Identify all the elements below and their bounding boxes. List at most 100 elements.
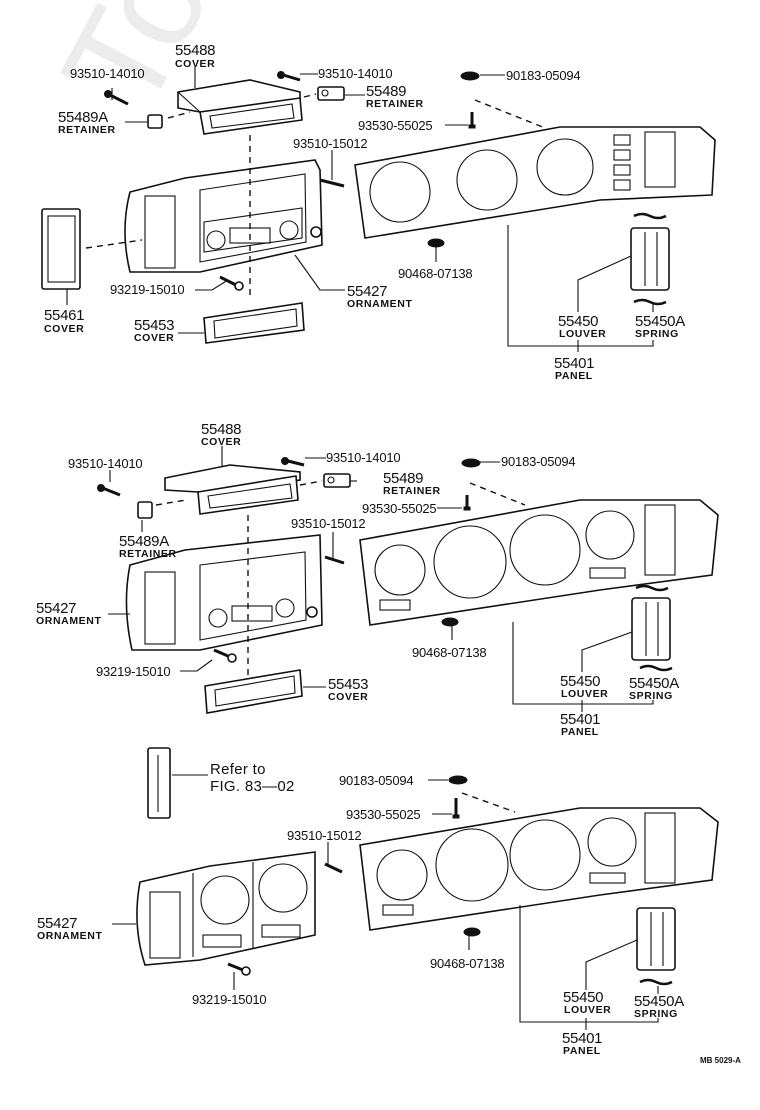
label-middle-90183-05094: 90183-05094: [501, 454, 576, 469]
label-top-55461-number: 55461: [44, 307, 85, 324]
label-top-55450a-name: SPRING: [635, 328, 679, 340]
leader-lines-bottom: [112, 774, 659, 1030]
label-bottom-90468-07138: 90468-07138: [430, 956, 505, 971]
screw-93530-55025-drawing: [463, 495, 471, 511]
louver-55450-drawing: [630, 227, 670, 291]
label-top-93219-15010: 93219-15010: [110, 282, 185, 297]
label-bottom-93219-15010: 93219-15010: [192, 992, 267, 1007]
cover-55488-drawing: [164, 464, 301, 515]
label-top-55450a-number: 55450A: [635, 313, 685, 330]
label-middle-93530-55025: 93530-55025: [362, 501, 437, 516]
label-middle-55450a-number: 55450A: [629, 675, 679, 692]
label-middle-55488-name: COVER: [201, 436, 242, 448]
label-top-55401-number: 55401: [554, 355, 595, 372]
label-top-90468-07138: 90468-07138: [398, 266, 473, 281]
label-middle-93510-14010-left: 93510-14010: [68, 456, 143, 471]
louver-55450-drawing: [631, 597, 671, 661]
label-top-55489-number: 55489: [366, 83, 407, 100]
spring-55450a-upper-drawing: [633, 212, 667, 220]
cover-55488-drawing: [177, 79, 303, 135]
screw-93510-15012-drawing: [319, 178, 345, 188]
label-bottom-93530-55025: 93530-55025: [346, 807, 421, 822]
screw-93510-15012-drawing: [324, 555, 345, 565]
screw-93510-14010-left-drawing: [97, 484, 121, 497]
label-middle-55489-name: RETAINER: [383, 485, 441, 497]
label-middle-55450a-name: SPRING: [629, 690, 673, 702]
label-top-55401-name: PANEL: [555, 370, 593, 382]
screw-93219-15010-drawing: [227, 962, 251, 976]
cover-55453-drawing: [203, 302, 305, 344]
label-top-93510-14010-right: 93510-14010: [318, 66, 393, 81]
panel-55401-drawing: [359, 807, 719, 931]
clip-90468-07138-drawing: [441, 617, 459, 627]
figure-code: MB 5029-A: [700, 1056, 741, 1065]
label-middle-55489a-number: 55489A: [119, 533, 169, 550]
label-bottom-55450a-number: 55450A: [634, 993, 684, 1010]
label-middle-55489a-name: RETAINER: [119, 548, 177, 560]
spring-55450a-lower-drawing: [639, 664, 673, 672]
label-middle-55453-number: 55453: [328, 676, 369, 693]
label-top-55489a-name: RETAINER: [58, 124, 116, 136]
label-middle-90468-07138: 90468-07138: [412, 645, 487, 660]
leader-lines-middle: [108, 446, 654, 712]
cover-55453-drawing: [204, 669, 303, 714]
label-bottom-55427-number: 55427: [37, 915, 78, 932]
label-top-55488-name: COVER: [175, 58, 216, 70]
screw-93530-55025-drawing: [468, 112, 476, 129]
label-top-55453-name: COVER: [134, 332, 175, 344]
cover-55461-drawing: [41, 208, 81, 290]
leader-lines-top: [66, 67, 654, 352]
section-top-drawing: [41, 67, 716, 352]
control-unit-drawing: [147, 747, 171, 819]
screw-93219-15010-drawing: [213, 648, 237, 663]
label-bottom-90183-05094: 90183-05094: [339, 773, 414, 788]
clip-90183-05094-drawing: [461, 458, 481, 468]
retainer-55489-drawing: [323, 473, 351, 488]
label-top-90183-05094: 90183-05094: [506, 68, 581, 83]
label-top-55488-number: 55488: [175, 42, 216, 59]
label-refer-to: Refer to: [210, 761, 266, 778]
label-middle-55427-number: 55427: [36, 600, 77, 617]
screw-93219-15010-drawing: [219, 275, 244, 291]
label-bottom-55450a-name: SPRING: [634, 1008, 678, 1020]
retainer-55489a-drawing: [137, 501, 153, 519]
screw-93510-14010-left-drawing: [104, 90, 129, 106]
label-middle-55489-number: 55489: [383, 470, 424, 487]
label-middle-55401-name: PANEL: [561, 726, 599, 738]
label-bottom-93510-15012: 93510-15012: [287, 828, 362, 843]
label-middle-93219-15010: 93219-15010: [96, 664, 171, 679]
label-top-93510-14010-left: 93510-14010: [70, 66, 145, 81]
label-refer-fig: FIG. 83—02: [210, 778, 295, 795]
label-top-93510-15012: 93510-15012: [293, 136, 368, 151]
clip-90468-07138-drawing: [427, 238, 445, 248]
retainer-55489-drawing: [317, 86, 345, 101]
spring-55450a-drawing: [639, 978, 673, 986]
label-middle-93510-15012: 93510-15012: [291, 516, 366, 531]
label-bottom-55427-name: ORNAMENT: [37, 930, 103, 942]
label-top-55489-name: RETAINER: [366, 98, 424, 110]
panel-55401-drawing: [359, 499, 719, 626]
clip-90183-05094-drawing: [460, 71, 480, 81]
label-middle-93510-14010-right: 93510-14010: [326, 450, 401, 465]
ornament-55427-drawing: [125, 534, 323, 651]
label-bottom-55450-name: LOUVER: [564, 1004, 612, 1016]
section-bottom-drawing: [112, 747, 719, 1030]
ornament-55427-drawing: [136, 851, 316, 966]
clip-90183-05094-drawing: [448, 775, 468, 785]
label-top-55427-name: ORNAMENT: [347, 298, 413, 310]
clip-90468-07138-drawing: [463, 927, 481, 937]
louver-55450-drawing: [636, 907, 676, 971]
label-middle-55453-name: COVER: [328, 691, 369, 703]
label-top-93530-55025: 93530-55025: [358, 118, 433, 133]
ornament-55427-drawing: [124, 159, 323, 273]
label-middle-55401-number: 55401: [560, 711, 601, 728]
panel-55401-drawing: [354, 126, 716, 239]
label-top-55489a-number: 55489A: [58, 109, 108, 126]
label-bottom-55401-number: 55401: [562, 1030, 603, 1047]
screw-93510-15012-drawing: [324, 862, 343, 874]
screw-93510-14010-right-drawing: [281, 457, 305, 467]
label-middle-55427-name: ORNAMENT: [36, 615, 102, 627]
label-middle-55450-number: 55450: [560, 673, 601, 690]
label-middle-55488-number: 55488: [201, 421, 242, 438]
label-middle-55450-name: LOUVER: [561, 688, 609, 700]
